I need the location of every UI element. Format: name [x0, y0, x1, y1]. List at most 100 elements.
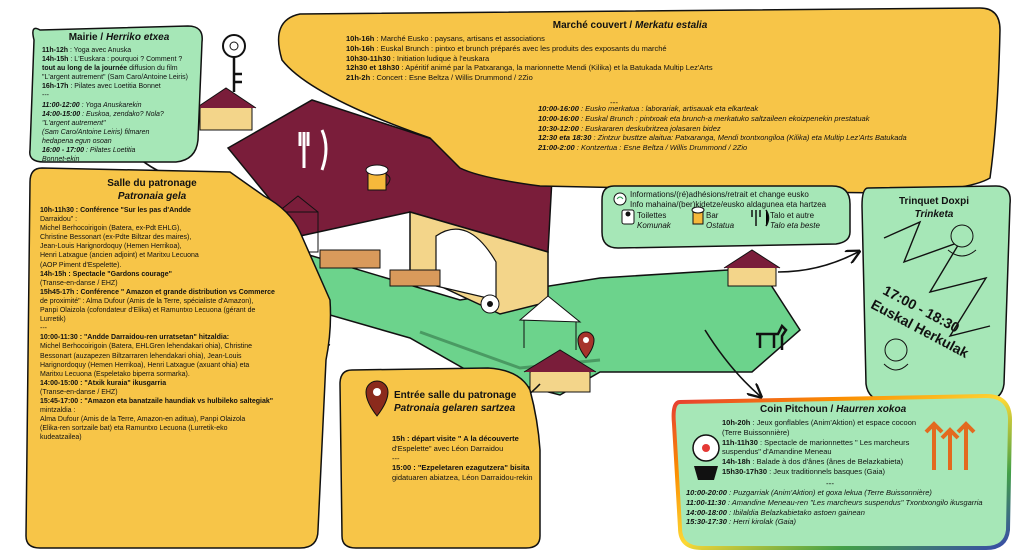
- schedule-text: : Puzgarriak (Anim'Aktion) et goxa lekua…: [726, 488, 932, 497]
- marche-title: Marché couvert / Merkatu estalia: [480, 20, 780, 33]
- schedule-text: : Ibilaldia Belazkabietako astoen gainea…: [726, 507, 865, 517]
- beer-icon-shape: [691, 206, 705, 225]
- schedule-line: 10:00-16:00 : Euskal Brunch : pintxoak e…: [538, 114, 907, 124]
- schedule-line: ---: [392, 453, 400, 463]
- map-pin-icon: [577, 331, 595, 359]
- schedule-line: 14:00-18:00 : Ibilaldia Belazkabietako a…: [686, 508, 983, 518]
- schedule-line: 21h-2h : Concert : Esne Beltza / Willis …: [346, 73, 713, 83]
- schedule-text: : Yoga Anuskarekin: [79, 101, 142, 109]
- schedule-line: 12h30 et 18h30 : Apéritif animé par la P…: [346, 63, 713, 73]
- schedule-line: 16:00 - 17:00 : Pilates Loetitia: [42, 146, 188, 155]
- marche-title-fr: Marché couvert /: [552, 20, 635, 31]
- schedule-line: Darraidou" :: [40, 216, 78, 224]
- schedule-line: "L'argent autrement" (Sam Caro/Antoine L…: [42, 73, 188, 82]
- legend-info-fr: Informations/(ré)adhésions/retrait et ch…: [630, 190, 809, 199]
- schedule-line: Henri Latxague (ancien adjoint) et Marit…: [40, 252, 199, 260]
- coin-sep: ---: [826, 479, 834, 488]
- schedule-text: hedapena egun osoan: [42, 137, 112, 145]
- donkey-icon: [756, 323, 788, 350]
- schedule-line: 10h-20h : Jeux gonflables (Anim'Aktion) …: [722, 418, 916, 428]
- schedule-line: 15:00 : "Ezpeletaren ezagutzera" bisita: [392, 463, 530, 473]
- schedule-text: : Jeux traditionnels basques (Gaia): [767, 466, 886, 476]
- schedule-time: 21h-2h: [346, 73, 371, 82]
- schedule-time: 12h30 et 18h30: [346, 63, 400, 73]
- key-icon: [222, 34, 246, 92]
- schedule-text: "L'argent autrement": [42, 119, 106, 127]
- schedule-time: 10h-16h: [346, 43, 375, 53]
- marche-sep: ---: [610, 98, 618, 107]
- schedule-line: suspendus" d'Amandine Meneau: [722, 447, 916, 457]
- entree-title-eu: Patronaia gelaren sartzea: [394, 403, 516, 414]
- patronage-title: Salle du patronage: [107, 178, 197, 189]
- games-icon: [924, 421, 976, 470]
- schedule-time: 11:00-12:00: [42, 101, 80, 109]
- schedule-text: : Kontzertua : Esne Beltza / Willis Drum…: [574, 143, 748, 152]
- strongman-icon-1: [947, 224, 977, 257]
- schedule-time: 16h-17h: [42, 83, 69, 91]
- schedule-line: hedapena egun osoan: [42, 137, 188, 146]
- schedule-line: Christine Bessonart (ex-Pdte Biltzar des…: [40, 234, 192, 242]
- schedule-line: Bonnet-ekin: [42, 155, 188, 164]
- schedule-line: (Elika-ren sortzaile bat) eta Ramuntxo L…: [40, 425, 228, 433]
- mairie-sep: ---: [42, 92, 49, 100]
- coin-schedule-fr: 10h-20h : Jeux gonflables (Anim'Aktion) …: [722, 418, 916, 477]
- schedule-line: Harignordoquy (Hemen Herrikoa), Henri La…: [40, 361, 250, 369]
- schedule-text: : Apéritif animé par la Patxaranga, la m…: [399, 63, 713, 73]
- marche-schedule-fr: 10h-16h : Marché Eusko : paysans, artisa…: [346, 34, 713, 83]
- schedule-text: : Jeux gonflables (Anim'Aktion) et espac…: [750, 418, 917, 427]
- schedule-text: "L'argent autrement" (Sam Caro/Antoine L…: [42, 74, 188, 82]
- schedule-line: 11h-12h : Yoga avec Anuska: [42, 46, 188, 55]
- entree-title: Entrée salle du patronage: [394, 390, 517, 401]
- schedule-line: de proximité" : Alma Dufour (Amis de la …: [40, 297, 254, 305]
- coin-title: Coin Pitchoun / Haurren xokoa: [760, 404, 906, 417]
- legend-toilet-label: Toilettes: [637, 211, 667, 220]
- patronage-bubble: [25, 167, 332, 549]
- schedule-line: (Terre Buissonnière): [722, 428, 916, 438]
- schedule-text: Bonnet-ekin: [42, 156, 80, 164]
- patronage-house: [523, 349, 597, 393]
- schedule-line: 14h-15h : L'Euskara : pourquoi ? Comment…: [42, 55, 188, 64]
- schedule-line: 10h-11h30 : Conférence "Sur les pas d'An…: [40, 207, 191, 214]
- schedule-line: 12:30 eta 18:30 : Zintzur busttze alaitu…: [538, 133, 907, 143]
- schedule-line: tout au long de la journée diffusion du …: [42, 64, 188, 73]
- schedule-line: 16h-17h : Pilates avec Loetitia Bonnet: [42, 82, 188, 91]
- schedule-time: 10h-20h: [722, 418, 751, 427]
- legend-toilet-label-eu: Komunak: [637, 221, 671, 230]
- schedule-time: 14:00-15:00: [42, 110, 81, 118]
- trinquet-title: Trinquet Doxpi: [899, 196, 969, 207]
- schedule-line: gidatuaren abiatzea, Léon Darraidou-reki…: [392, 473, 533, 482]
- schedule-text: : Yoga avec Anuska: [68, 47, 132, 54]
- info-icon: [613, 192, 627, 206]
- patronage-schedule: 10h-11h30 : Conférence "Sur les pas d'An…: [40, 206, 275, 442]
- schedule-line: 10:00-20:00 : Puzgarriak (Anim'Aktion) e…: [686, 488, 983, 498]
- schedule-time: 14:00-18:00: [686, 507, 727, 517]
- grass-area: [230, 230, 801, 396]
- entree-bubble: [339, 367, 541, 549]
- lightning-icon: [883, 220, 991, 338]
- coin-title-eu: Haurren xokoa: [836, 404, 907, 415]
- schedule-line: (Sam Caro/Antoine Leiris) filmaren: [42, 128, 188, 137]
- schedule-text: : Euskal Brunch : pintxoak eta brunch-a …: [578, 113, 870, 123]
- schedule-time: 10:00-16:00: [538, 104, 579, 113]
- schedule-line: 11:00-11:30 : Amandine Meneau-ren "Les m…: [686, 498, 983, 508]
- schedule-text: (Sam Caro/Antoine Leiris) filmaren: [42, 128, 150, 136]
- schedule-line: mintzaldia :: [40, 407, 76, 415]
- schedule-line: 14:00-15:00 : Euskoa, zendako? Nola?: [42, 110, 188, 119]
- schedule-line: 11h-11h30 : Spectacle de marionnettes " …: [722, 438, 916, 448]
- cutlery-icon-shape: [751, 209, 770, 227]
- mairie-title: Mairie / Herriko etxea: [44, 32, 194, 45]
- mairie-title-fr: Mairie /: [68, 32, 106, 43]
- schedule-text: diffusion du film: [127, 65, 178, 73]
- schedule-time: 15h30-17h30: [722, 466, 768, 476]
- legend-info-eu: Info mahaina/(ber)kidetze/eusko aldagune…: [630, 200, 827, 209]
- schedule-text: : Euskararen deskubritzea jolasaren bide…: [578, 123, 721, 133]
- schedule-time: 10h30-11h30: [346, 53, 391, 63]
- schedule-line: 14h-18h : Balade à dos d'ânes (ânes de B…: [722, 457, 916, 467]
- schedule-time: 10:00-16:00: [538, 113, 579, 123]
- schedule-text: suspendus" d'Amandine Meneau: [722, 447, 832, 457]
- schedule-line: 15:45-17:00 : "Amazon eta banatzaile hau…: [40, 397, 274, 405]
- schedule-text: : Herri kirolak (Gaia): [726, 517, 797, 527]
- coin-bubble: [671, 393, 1013, 550]
- entree-pin-icon: [365, 380, 389, 417]
